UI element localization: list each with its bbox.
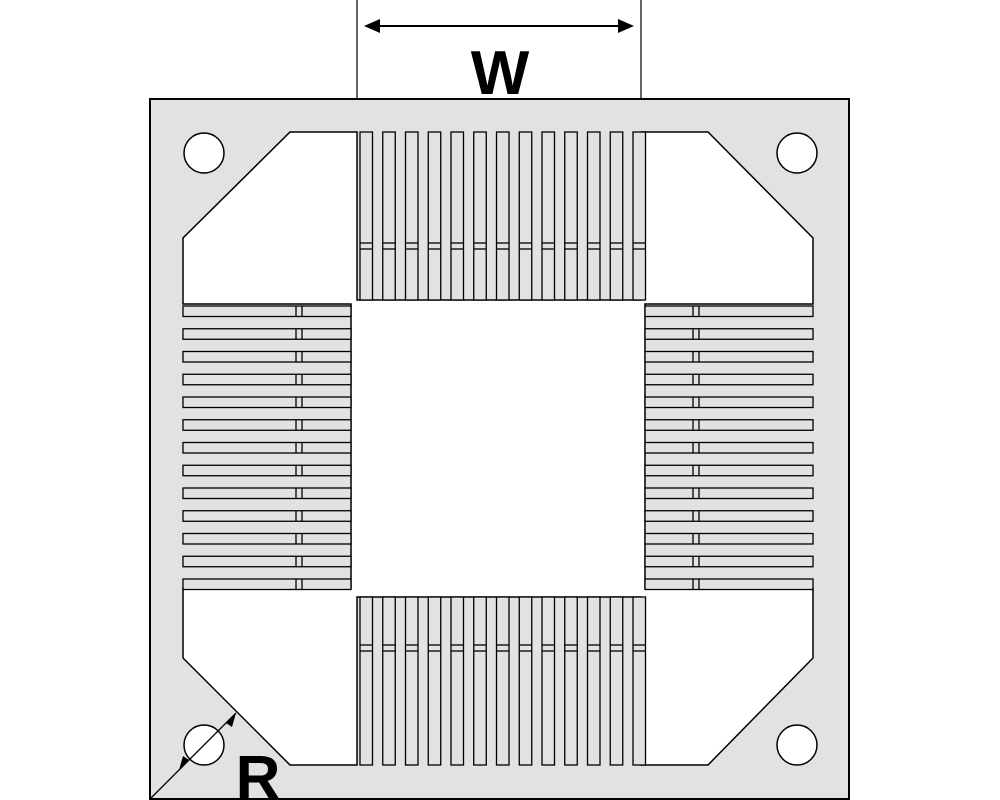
width-arrowhead-left (364, 19, 380, 33)
finger-top (450, 131, 465, 301)
finger-left (182, 441, 352, 454)
width-label: W (471, 39, 530, 108)
finger-row-top (359, 131, 647, 301)
finger-bottom (359, 596, 374, 766)
finger-top (382, 131, 396, 301)
finger-bottom (382, 596, 396, 766)
finger-row-right (644, 305, 814, 591)
finger-right (644, 464, 814, 477)
finger-bottom (609, 596, 624, 766)
finger-bottom (404, 596, 419, 766)
width-arrowhead-right (618, 19, 634, 33)
finger-right (644, 487, 814, 500)
finger-bottom (450, 596, 465, 766)
radius-leader-line (149, 712, 237, 800)
finger-right (644, 350, 814, 363)
finger-left (182, 510, 352, 522)
radius-label: R (236, 744, 281, 800)
finger-bottom (541, 596, 556, 766)
radius-dimension: R (149, 712, 281, 800)
finger-right (644, 328, 814, 340)
finger-top (427, 131, 442, 301)
finger-top (586, 131, 601, 301)
finger-left (182, 532, 352, 545)
finger-top (632, 131, 647, 301)
mounting-hole-top-right (776, 132, 818, 174)
finger-bottom (632, 596, 647, 766)
finger-top (518, 131, 533, 301)
radius-arrowhead-outer (179, 756, 189, 770)
finger-bottom (427, 596, 442, 766)
finger-right (644, 578, 814, 591)
finger-top (495, 131, 510, 301)
finger-right (644, 510, 814, 522)
finger-left (182, 373, 352, 386)
radius-arrowhead-inner (226, 713, 236, 727)
finger-right (644, 555, 814, 568)
finger-top (359, 131, 374, 301)
finger-bottom (586, 596, 601, 766)
finger-right (644, 419, 814, 431)
finger-bottom (564, 596, 578, 766)
finger-top (541, 131, 556, 301)
finger-bottom (495, 596, 510, 766)
width-dimension: W (356, 0, 642, 132)
mounting-hole-bottom-right (776, 724, 818, 766)
finger-top (564, 131, 578, 301)
finger-row-bottom (359, 596, 647, 766)
finger-right (644, 441, 814, 454)
finger-bottom (473, 596, 487, 766)
finger-left (182, 350, 352, 363)
finger-right (644, 305, 814, 318)
mounting-hole-top-left (183, 132, 225, 174)
finger-bottom (518, 596, 533, 766)
finger-right (644, 396, 814, 409)
finger-left (182, 464, 352, 477)
finger-left (182, 419, 352, 431)
finger-left (182, 578, 352, 591)
finger-left (182, 555, 352, 568)
finger-left (182, 305, 352, 318)
finger-right (644, 373, 814, 386)
finger-right (644, 532, 814, 545)
finger-left (182, 487, 352, 500)
finger-top (404, 131, 419, 301)
finger-top (473, 131, 487, 301)
finger-row-left (182, 305, 352, 591)
finger-left (182, 396, 352, 409)
finger-left (182, 328, 352, 340)
finger-top (609, 131, 624, 301)
